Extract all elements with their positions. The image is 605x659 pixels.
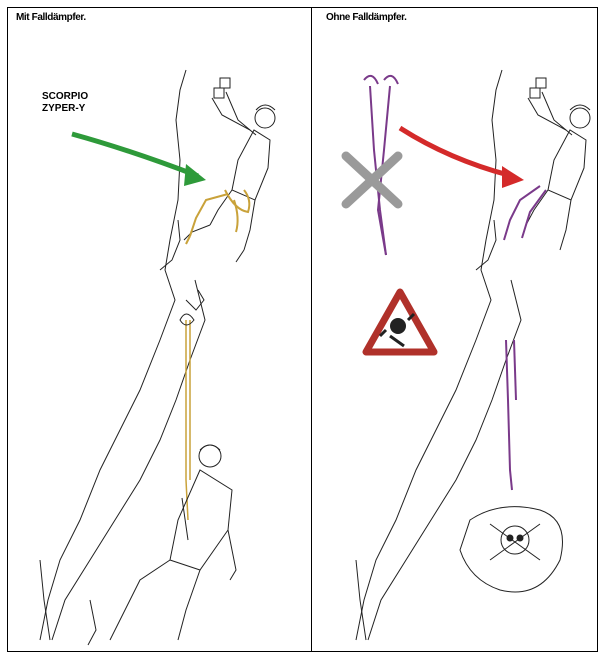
right-arrow-head [502,166,524,188]
right-lanyard-installed [504,186,546,490]
left-rock-wall [40,70,205,645]
left-lanyard-y [186,190,249,244]
right-skull-scene [460,507,563,592]
left-arrow-head [184,164,206,186]
right-upper-climber [526,78,590,250]
left-anchor [180,314,194,325]
danger-triangle-icon [366,292,434,352]
left-upper-climber [184,78,275,262]
left-lower-climber [110,445,236,640]
cross-icon [346,156,398,204]
left-rope-belay [186,320,190,520]
